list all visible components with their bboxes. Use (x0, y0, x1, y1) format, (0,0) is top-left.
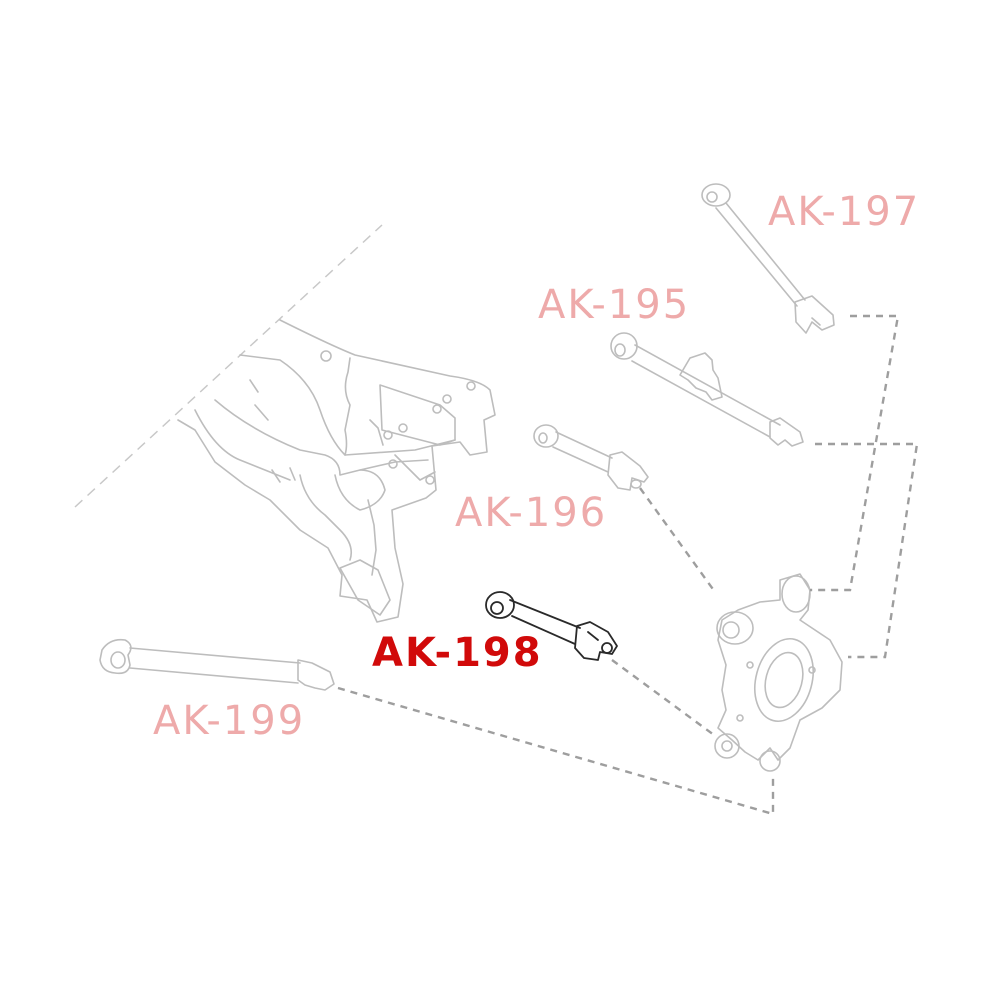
label-ak196[interactable]: AK-196 (455, 490, 608, 536)
label-ak195[interactable]: AK-195 (538, 282, 691, 328)
knuckle-drawing (714, 573, 843, 772)
label-ak197[interactable]: AK-197 (768, 189, 921, 235)
label-ak199[interactable]: AK-199 (153, 698, 306, 744)
subframe-drawing (177, 319, 496, 623)
subframe-cut-line (74, 224, 383, 508)
label-ak198[interactable]: AK-198 (372, 630, 543, 676)
arm-ak197-drawing (701, 183, 835, 334)
connector-lines (337, 314, 919, 816)
arm-ak195-drawing (610, 332, 804, 447)
arm-ak198-drawing (485, 591, 618, 661)
arm-ak199-drawing (99, 638, 335, 691)
arm-ak196-drawing (533, 424, 649, 491)
